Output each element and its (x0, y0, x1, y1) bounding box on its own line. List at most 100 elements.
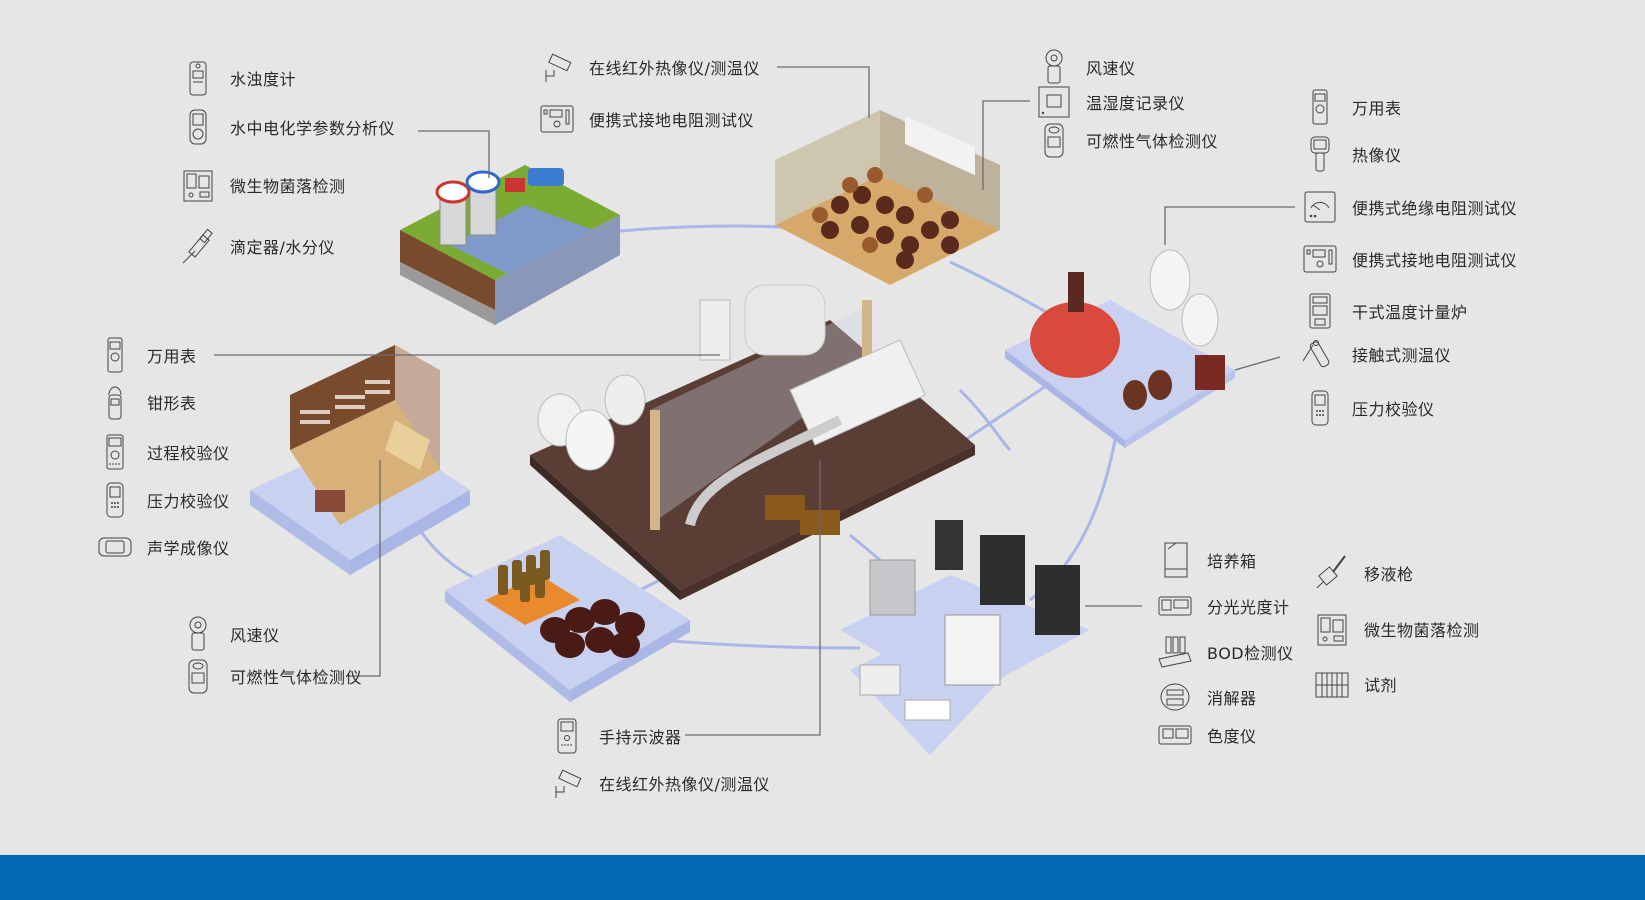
microbial-colony-kit-icon (178, 165, 218, 205)
infrared-camera-icon (547, 763, 587, 803)
instrument-label: 过程校验仪 (147, 444, 230, 463)
spectrophotometer-icon (1155, 586, 1195, 626)
instrument-item[interactable]: 便携式绝缘电阻测试仪 (1300, 187, 1517, 227)
gas-detector-icon (178, 656, 218, 696)
incubator-icon (1155, 540, 1195, 580)
instrument-item[interactable]: 压力校验仪 (1300, 388, 1435, 428)
bottling-plant-scene (530, 284, 975, 600)
reagent-rack-icon (1312, 664, 1352, 704)
instrument-item[interactable]: 可燃性气体检测仪 (178, 656, 362, 696)
anemometer-icon (1034, 47, 1074, 87)
instrument-item[interactable]: 压力校验仪 (95, 480, 230, 520)
instrument-label: 滴定器/水分仪 (230, 238, 335, 257)
instrument-item[interactable]: 水浊度计 (178, 58, 296, 98)
instrument-item[interactable]: 接触式测温仪 (1300, 334, 1451, 374)
instrument-label: 万用表 (147, 347, 197, 366)
instrument-item[interactable]: 试剂 (1312, 664, 1397, 704)
thermal-imager-icon (1300, 134, 1340, 174)
instrument-label: 温湿度记录仪 (1086, 94, 1186, 113)
instrument-label: 试剂 (1364, 676, 1398, 695)
instrument-label: 接触式测温仪 (1352, 346, 1452, 365)
instrument-item[interactable]: 万用表 (1300, 87, 1402, 127)
instrument-label: 分光光度计 (1207, 598, 1290, 617)
instrument-label: 微生物菌落检测 (1364, 621, 1480, 640)
wine-cellar-scene (250, 345, 470, 575)
brewhouse-scene (1005, 249, 1235, 448)
instrument-item[interactable]: 便携式接地电阻测试仪 (537, 99, 754, 139)
instrument-label: 便携式接地电阻测试仪 (1352, 251, 1518, 270)
instrument-item[interactable]: 万用表 (95, 335, 197, 375)
instrument-label: 水中电化学参数分析仪 (230, 119, 396, 138)
acoustic-imager-icon (95, 527, 135, 567)
pressure-calibrator-icon (95, 480, 135, 520)
process-calibrator-icon (95, 432, 135, 472)
instrument-item[interactable]: 钳形表 (95, 382, 197, 422)
storage-jars-scene (445, 535, 690, 702)
instrument-item[interactable]: 干式温度计量炉 (1300, 291, 1468, 331)
instrument-label: 移液枪 (1364, 565, 1414, 584)
instrument-item[interactable]: 过程校验仪 (95, 432, 230, 472)
gas-detector-icon (1034, 120, 1074, 160)
instrument-item[interactable]: 水中电化学参数分析仪 (178, 107, 395, 147)
instrument-item[interactable]: 在线红外热像仪/测温仪 (537, 47, 760, 87)
instrument-label: 声学成像仪 (147, 539, 230, 558)
instrument-item[interactable]: 手持示波器 (547, 716, 682, 756)
dry-block-calibrator-icon (1300, 291, 1340, 331)
instrument-label: 便携式绝缘电阻测试仪 (1352, 199, 1518, 218)
instrument-label: 万用表 (1352, 99, 1402, 118)
clamp-meter-icon (95, 382, 135, 422)
instrument-label: 可燃性气体检测仪 (1086, 132, 1219, 151)
anemometer-icon (178, 614, 218, 654)
instrument-item[interactable]: 微生物菌落检测 (1312, 609, 1480, 649)
instrument-item[interactable]: 分光光度计 (1155, 586, 1290, 626)
instrument-label: 可燃性气体检测仪 (230, 668, 363, 687)
instrument-item[interactable]: 滴定器/水分仪 (178, 226, 335, 266)
instrument-item[interactable]: 在线红外热像仪/测温仪 (547, 763, 770, 803)
pipette-icon (1312, 553, 1352, 593)
titrator-icon (178, 226, 218, 266)
instrument-item[interactable]: 温湿度记录仪 (1034, 82, 1185, 122)
instrument-item[interactable]: 风速仪 (1034, 47, 1136, 87)
instrument-label: 微生物菌落检测 (230, 177, 346, 196)
laboratory-scene (840, 520, 1090, 755)
water-treatment-scene (400, 165, 620, 325)
instrument-item[interactable]: 可燃性气体检测仪 (1034, 120, 1218, 160)
instrument-item[interactable]: 移液枪 (1312, 553, 1414, 593)
industry-solution-diagram: 水浊度计 水中电化学参数分析仪 微生物菌落检测 滴定器/水分仪 在线红外热像仪/… (95, 47, 1517, 803)
instrument-item[interactable]: BOD检测仪 (1155, 632, 1294, 672)
instrument-label: 在线红外热像仪/测温仪 (599, 775, 770, 794)
leader-lines (214, 66, 1295, 736)
microbial-colony-kit-icon (1312, 609, 1352, 649)
instrument-label: 钳形表 (147, 394, 197, 413)
instrument-label: 风速仪 (230, 626, 280, 645)
fermentation-room-scene (775, 110, 1000, 285)
instrument-label: 在线红外热像仪/测温仪 (589, 59, 760, 78)
instrument-item[interactable]: 热像仪 (1300, 134, 1402, 174)
electrochemical-analyzer-icon (178, 107, 218, 147)
instrument-label: BOD检测仪 (1207, 644, 1294, 663)
instrument-label: 压力校验仪 (1352, 400, 1435, 419)
instrument-label: 消解器 (1207, 689, 1257, 708)
instrument-item[interactable]: 消解器 (1155, 677, 1257, 717)
illustration-canvas (214, 66, 1295, 755)
humidity-logger-icon (1034, 82, 1074, 122)
handheld-oscilloscope-icon (547, 716, 587, 756)
instrument-item[interactable]: 便携式接地电阻测试仪 (1300, 239, 1517, 279)
instrument-item[interactable]: 色度仪 (1155, 715, 1257, 755)
instrument-label: 干式温度计量炉 (1352, 303, 1468, 322)
instrument-label: 压力校验仪 (147, 492, 230, 511)
instrument-label: 热像仪 (1352, 146, 1402, 165)
colorimeter-icon (1155, 715, 1195, 755)
bod-analyzer-icon (1155, 632, 1195, 672)
ground-resistance-tester-icon (537, 99, 577, 139)
infrared-camera-icon (537, 47, 577, 87)
ground-resistance-tester-icon (1300, 239, 1340, 279)
instrument-label: 便携式接地电阻测试仪 (589, 111, 755, 130)
instrument-item[interactable]: 风速仪 (178, 614, 280, 654)
instrument-item[interactable]: 微生物菌落检测 (178, 165, 346, 205)
digester-icon (1155, 677, 1195, 717)
insulation-tester-icon (1300, 187, 1340, 227)
instrument-item[interactable]: 声学成像仪 (95, 527, 230, 567)
instrument-item[interactable]: 培养箱 (1155, 540, 1257, 580)
instrument-label: 风速仪 (1086, 59, 1136, 78)
